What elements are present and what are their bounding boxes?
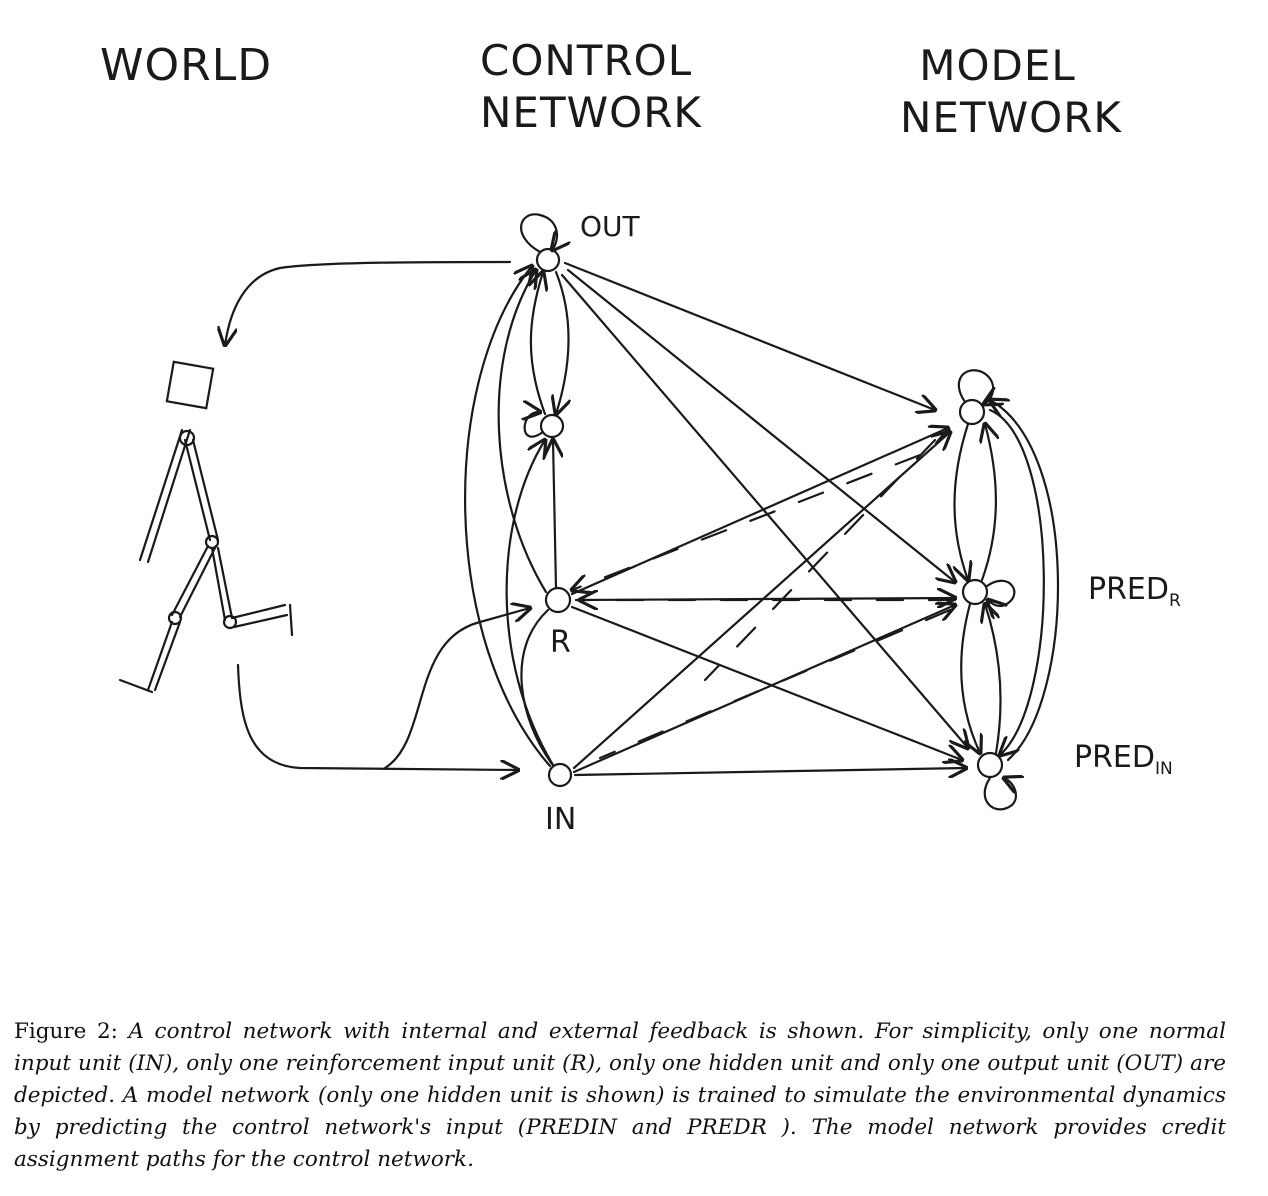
pred-in-label: PREDIN xyxy=(1074,740,1173,779)
walking-robot-figure xyxy=(118,360,294,694)
pred-in-node xyxy=(976,751,1004,779)
world-title: WORLD xyxy=(100,40,273,91)
model-network-title: MODEL NETWORK xyxy=(900,40,1122,144)
out-to-predr-arrow xyxy=(566,268,955,582)
caption-text: A control network with internal and exte… xyxy=(14,1019,1226,1172)
in-to-predin-arrow xyxy=(573,768,966,775)
pred-r-subscript: R xyxy=(1169,591,1181,611)
pred-r-node xyxy=(961,578,989,606)
r-to-hidden-arrow xyxy=(553,440,556,590)
model-predr-to-predin-arrow xyxy=(960,602,980,753)
world-to-r-arrow xyxy=(383,608,530,770)
network-diagram xyxy=(118,213,1059,811)
out-to-predin-arrow xyxy=(560,273,968,748)
in-to-predr-arrow xyxy=(572,605,955,774)
hidden-node-control xyxy=(539,413,565,439)
r-to-predin-arrow xyxy=(570,605,962,760)
in-to-model-hidden-arrow xyxy=(572,432,950,770)
pred-r-main: PRED xyxy=(1088,572,1169,607)
pred-in-main: PRED xyxy=(1074,740,1155,775)
control-title-line2: NETWORK xyxy=(480,88,702,137)
r-label: R xyxy=(550,625,571,660)
model-predin-to-predr-arrow xyxy=(985,604,1002,755)
out-self-loop xyxy=(520,213,557,252)
model-title-line1: MODEL xyxy=(919,41,1076,90)
model-predr-to-hidden-arrow xyxy=(982,424,996,582)
r-node xyxy=(544,586,572,614)
in-to-out-arrow xyxy=(464,266,552,768)
model-hidden-to-r-dashed-arrow xyxy=(572,453,922,590)
pred-in-subscript: IN xyxy=(1155,759,1173,779)
model-hidden-to-in-dashed xyxy=(703,438,937,682)
pred-r-self-loop xyxy=(987,579,1016,606)
model-hidden-to-predin-arrow xyxy=(988,408,1045,755)
pred-in-self-loop xyxy=(983,778,1016,811)
r-to-out-arrow xyxy=(497,270,548,594)
in-node xyxy=(547,762,573,788)
in-to-r-line xyxy=(520,608,554,766)
in-to-hidden-arrow xyxy=(505,440,555,767)
out-to-hidden-arrow xyxy=(556,270,568,414)
pred-r-label: PREDR xyxy=(1088,572,1181,611)
predr-to-in-dashed xyxy=(598,608,952,760)
in-label: IN xyxy=(545,802,577,837)
figure-label: Figure 2: xyxy=(14,1019,118,1044)
hidden-to-out-arrow xyxy=(531,272,545,416)
hidden-model-self-loop xyxy=(957,369,993,404)
out-to-world-arrow xyxy=(225,260,512,345)
control-title-line1: CONTROL xyxy=(480,36,693,85)
out-to-model-hidden-arrow xyxy=(563,261,935,410)
hidden-node-model xyxy=(958,398,986,426)
r-to-model-hidden-arrow xyxy=(570,428,948,596)
figure-caption: Figure 2: A control network with interna… xyxy=(14,1016,1226,1176)
out-label: OUT xyxy=(580,210,640,243)
world-to-in-arrow xyxy=(236,663,518,770)
model-predin-to-hidden-arrow xyxy=(990,400,1059,762)
model-title-line2: NETWORK xyxy=(900,93,1122,142)
model-hidden-to-predr-arrow xyxy=(955,422,969,580)
control-network-title: CONTROL NETWORK xyxy=(480,35,702,139)
